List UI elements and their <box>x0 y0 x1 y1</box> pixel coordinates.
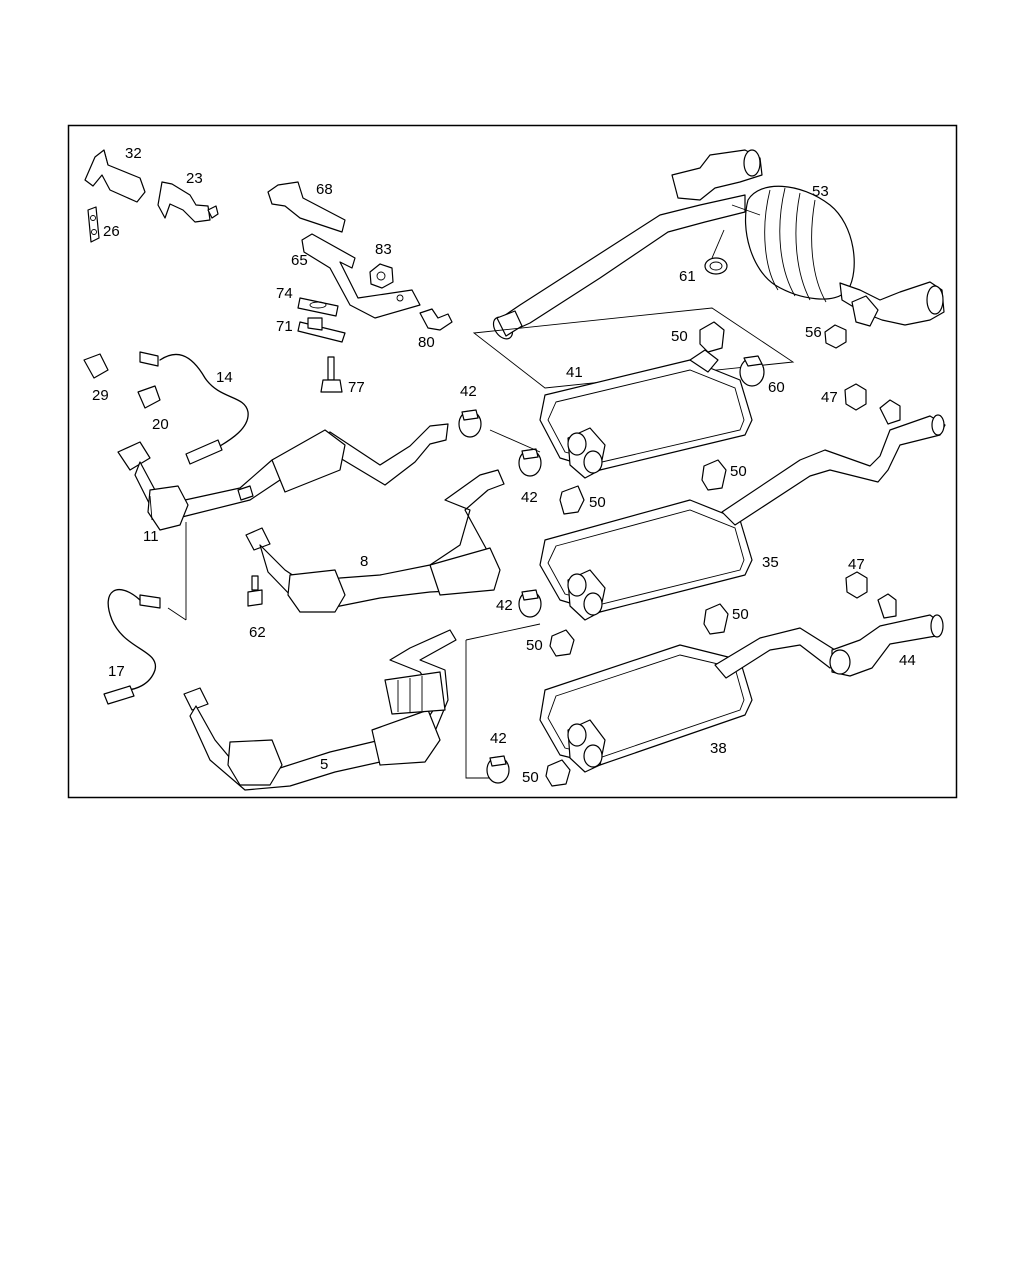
label-50-b: 50 <box>589 494 606 511</box>
label-26: 26 <box>103 223 120 240</box>
label-38: 38 <box>710 740 727 757</box>
label-42-d: 42 <box>490 730 507 747</box>
label-44: 44 <box>899 652 916 669</box>
gasket-26 <box>87 206 100 243</box>
leader-41-53 <box>472 307 795 389</box>
bolt-77 <box>320 356 343 393</box>
front-pipe-8 <box>245 469 505 613</box>
hanger-50-f <box>545 759 571 787</box>
rubber-mount-71 <box>297 317 346 343</box>
clip-20 <box>137 385 161 409</box>
label-17: 17 <box>108 663 125 680</box>
label-83: 83 <box>375 241 392 258</box>
part-labels: 32 23 26 68 83 65 74 71 80 77 53 61 56 5… <box>92 145 916 786</box>
nut-47-a <box>844 383 867 411</box>
hanger-50-c <box>701 459 727 491</box>
front-pipe-5 <box>183 629 457 791</box>
label-61: 61 <box>679 268 696 285</box>
leader-lines <box>149 429 541 779</box>
nut-56 <box>824 324 847 349</box>
label-50-c: 50 <box>730 463 747 480</box>
label-62: 62 <box>249 624 266 641</box>
label-71: 71 <box>276 318 293 335</box>
clamp-42-a <box>458 409 482 438</box>
clamp-61 <box>704 229 728 275</box>
front-pipe-11 <box>117 423 449 531</box>
oxygen-sensor-14 <box>139 351 249 465</box>
center-muffler-38 <box>539 627 849 773</box>
bolt-62 <box>247 575 263 607</box>
label-47-a: 47 <box>821 389 838 406</box>
label-41: 41 <box>566 364 583 381</box>
label-68: 68 <box>316 181 333 198</box>
hanger-50-a <box>699 321 725 353</box>
nut-47-b <box>845 571 868 599</box>
bracket-23 <box>157 181 219 223</box>
label-65: 65 <box>291 252 308 269</box>
label-50-e: 50 <box>732 606 749 623</box>
label-42-c: 42 <box>496 597 513 614</box>
label-47-b: 47 <box>848 556 865 573</box>
clip-80 <box>419 308 453 331</box>
rubber-mount-74 <box>297 297 339 317</box>
label-23: 23 <box>186 170 203 187</box>
label-42-b: 42 <box>521 489 538 506</box>
label-20: 20 <box>152 416 169 433</box>
label-42-a: 42 <box>460 383 477 400</box>
label-11: 11 <box>143 528 159 545</box>
clip-29 <box>83 353 109 379</box>
bracket-lower-right <box>877 593 897 619</box>
center-muffler-41 <box>539 349 753 479</box>
label-50-a: 50 <box>671 328 688 345</box>
label-56: 56 <box>805 324 822 341</box>
label-50-d: 50 <box>526 637 543 654</box>
label-77: 77 <box>348 379 365 396</box>
label-35: 35 <box>762 554 779 571</box>
label-60: 60 <box>768 379 785 396</box>
label-80: 80 <box>418 334 435 351</box>
label-14: 14 <box>216 369 233 386</box>
bracket-32 <box>84 149 146 203</box>
label-5: 5 <box>320 756 328 773</box>
oxygen-sensor-17 <box>103 589 161 705</box>
hanger-50-d <box>549 629 575 657</box>
bracket-65 <box>301 233 421 319</box>
nut-83 <box>369 263 394 289</box>
center-muffler-35 <box>539 414 946 621</box>
label-8: 8 <box>360 553 368 570</box>
tailpipe-44 <box>829 614 944 677</box>
bracket-68 <box>267 181 346 233</box>
rear-muffler-53 <box>492 149 945 340</box>
clamp-42-d <box>486 755 510 784</box>
bracket-upper-right <box>879 399 901 425</box>
hanger-50-b <box>559 485 585 515</box>
label-74: 74 <box>276 285 293 302</box>
clamp-60 <box>739 355 765 387</box>
hanger-50-e <box>703 603 729 635</box>
label-29: 29 <box>92 387 109 404</box>
diagram-frame <box>67 124 958 799</box>
label-53: 53 <box>812 183 829 200</box>
label-32: 32 <box>125 145 142 162</box>
clamp-42-b <box>518 448 542 477</box>
clamp-42-c <box>518 589 542 618</box>
label-50-f: 50 <box>522 769 539 786</box>
